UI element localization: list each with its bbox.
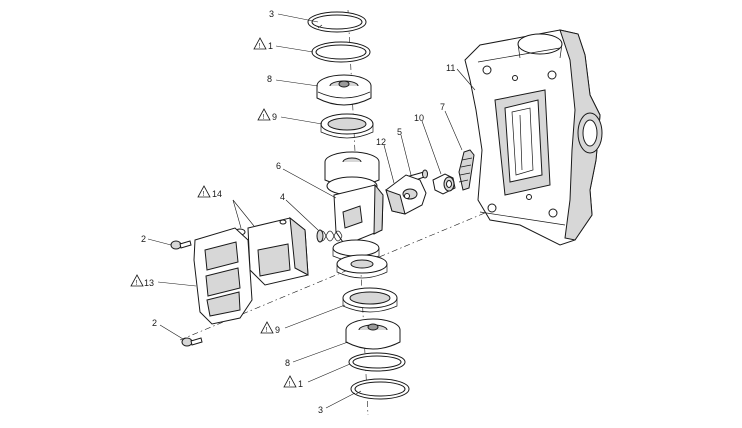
callout-7: 7 [440,102,445,112]
callout-label: 5 [397,127,402,137]
callout-label: 2 [152,318,157,328]
screw-part-2-bottom [181,337,203,347]
callout-14: ! 14 [197,185,222,199]
callout-label: 2 [141,234,146,244]
bearing-cup-part-9-top [320,113,374,139]
snap-ring-part-1-top [311,41,371,63]
callout-9-bottom: ! 9 [260,321,280,335]
callout-label: 9 [272,112,277,122]
gasket-part-13 [193,227,253,325]
callout-12: 12 [376,137,386,147]
callout-label: 10 [414,113,424,123]
leader-lines [147,13,476,409]
svg-text:!: ! [203,191,205,198]
callout-label: 12 [376,137,386,147]
lower-bearing-stack [336,254,388,279]
bearing-cup-part-9-bottom [342,287,398,313]
bushing-part-10 [432,173,456,195]
callout-4: 4 [280,192,285,202]
bearing-part-8-bottom [345,318,401,350]
callout-3-bottom: 3 [318,405,323,415]
callout-5: 5 [397,127,402,137]
bearing-part-8-top [316,74,372,106]
svg-text:!: ! [266,327,268,334]
callout-8-bottom: 8 [285,358,290,368]
callout-10: 10 [414,113,424,123]
shaft-part-6 [324,151,384,262]
callout-13: ! 13 [130,274,154,288]
svg-text:!: ! [263,114,265,121]
callout-2-bottom: 2 [152,318,157,328]
callout-11: 11 [446,63,455,73]
callout-6: 6 [276,161,281,171]
callout-label: 11 [446,63,455,73]
callout-8-top: 8 [267,74,272,84]
callout-2-top: 2 [141,234,146,244]
screw-part-2-top [170,240,192,250]
callout-1-bottom: ! 1 [283,375,303,389]
callout-label: 1 [268,41,273,51]
yoke-link-part-12 [385,174,427,215]
callout-label: 7 [440,102,445,112]
warning-triangle-icon: ! [253,37,267,50]
callout-3-top: 3 [269,9,274,19]
callout-label: 4 [280,192,285,202]
spline-pin-part-7 [458,149,475,191]
cover-part-14 [234,216,309,286]
snap-ring-part-1-bottom [348,352,406,372]
svg-text:!: ! [289,381,291,388]
retaining-ring-part-3-bottom [350,378,410,400]
warning-triangle-icon: ! [260,321,274,334]
warning-triangle-icon: ! [257,108,271,121]
callout-label: 3 [269,9,274,19]
callout-1-top: ! 1 [253,37,273,51]
spring-part-4 [316,229,343,243]
callout-label: 1 [298,379,303,389]
callout-label: 3 [318,405,323,415]
callout-label: 8 [285,358,290,368]
callout-label: 6 [276,161,281,171]
callout-label: 8 [267,74,272,84]
warning-triangle-icon: ! [130,274,144,287]
warning-triangle-icon: ! [283,375,297,388]
callout-label: 13 [144,278,154,288]
svg-text:!: ! [136,280,138,287]
retaining-ring-part-3-top [307,11,367,33]
callout-label: 14 [212,189,222,199]
callout-9-top: ! 9 [257,108,277,122]
callout-label: 9 [275,325,280,335]
housing-part-11 [464,29,603,246]
svg-text:!: ! [259,43,261,50]
warning-triangle-icon: ! [197,185,211,198]
